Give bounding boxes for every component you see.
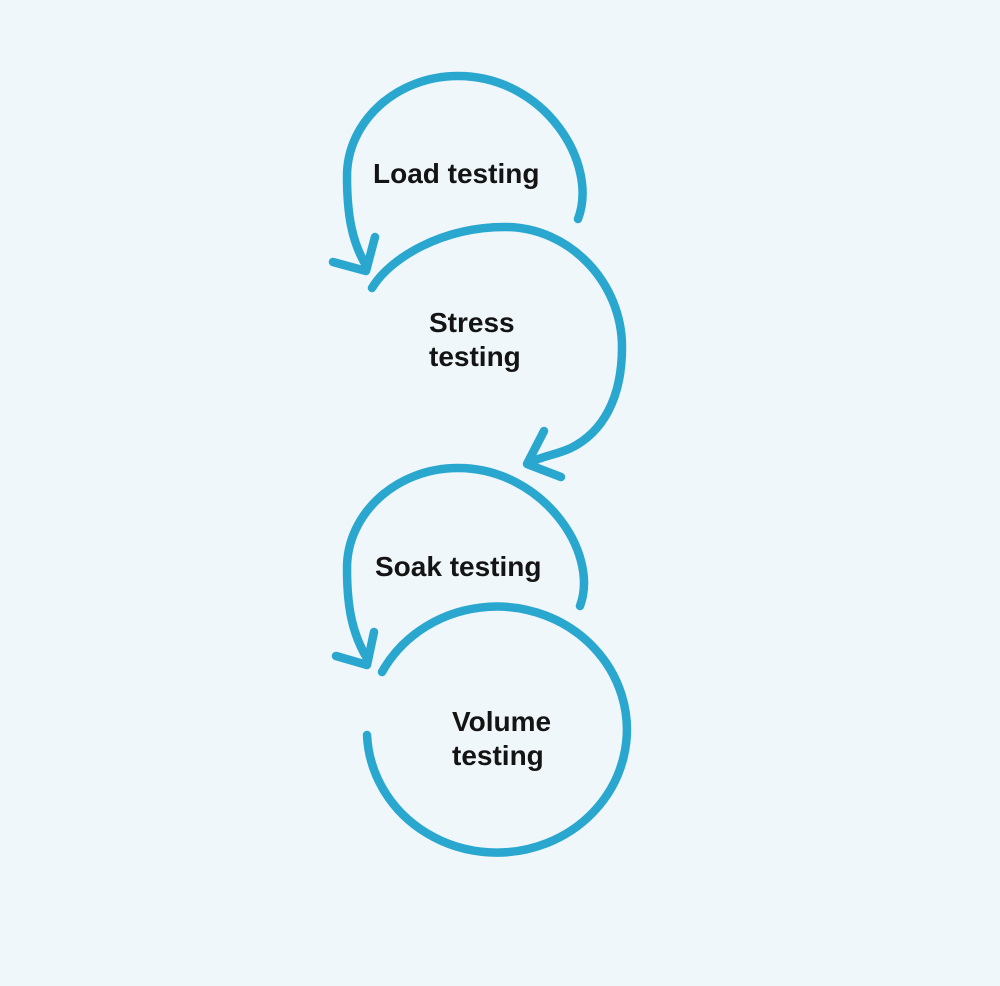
node-label-soak-testing: Soak testing	[375, 550, 541, 584]
label-line: testing	[429, 341, 521, 372]
node-label-volume-testing: Volume testing	[452, 705, 551, 773]
node-label-stress-testing: Stress testing	[429, 306, 521, 374]
label-line: Stress	[429, 307, 515, 338]
stress-to-soak-arrow-icon	[522, 426, 566, 482]
load-to-stress-arrow-icon	[328, 232, 380, 276]
soak-testing-loop-arc	[342, 463, 589, 665]
soak-to-volume-arrow-icon	[331, 627, 379, 670]
label-line: Soak testing	[375, 551, 542, 582]
label-line: Volume	[452, 706, 552, 737]
load-testing-loop-arc	[342, 71, 587, 272]
volume-testing-loop-arc	[362, 602, 632, 857]
label-line: Load testing	[373, 158, 540, 189]
stress-testing-loop-arc	[367, 222, 627, 468]
node-label-load-testing: Load testing	[373, 157, 539, 191]
label-line: testing	[452, 740, 544, 771]
